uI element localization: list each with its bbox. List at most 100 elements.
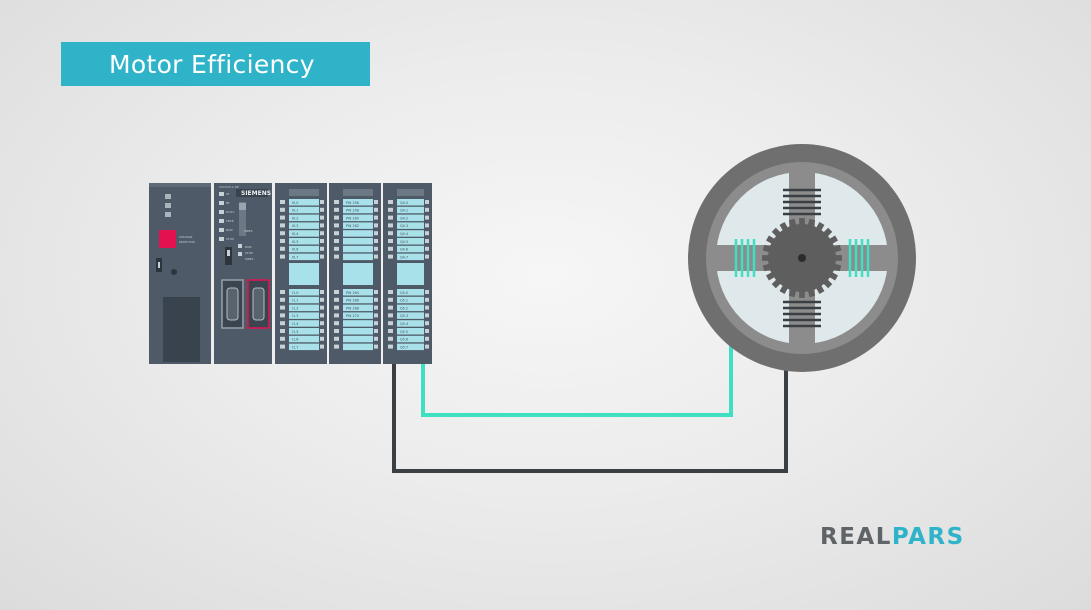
ai-channel-slot (343, 214, 373, 222)
ai-channel-slot (343, 328, 373, 335)
ai-channel-slot (343, 253, 373, 261)
brand-part-2: PARS (891, 524, 965, 550)
digital-output-module: Q4.0Q4.1Q4.2Q4.3Q4.4Q4.5Q4.6Q4.7Q5.0Q5.1… (383, 183, 432, 364)
cpu-brand-label: SIEMENS (241, 190, 271, 197)
ai-channel-slot (343, 304, 373, 312)
ai-channel-label: PW 264 (346, 291, 359, 295)
ai-channel-slot (343, 222, 373, 229)
di-channel-label: I1.0 (292, 291, 298, 295)
title-banner: Motor Efficiency (61, 42, 370, 86)
do-channel-slot (397, 238, 424, 245)
do-channel-slot (397, 304, 424, 312)
svg-text:DC5V: DC5V (226, 210, 235, 214)
stepper-motor (688, 144, 916, 372)
do-channel-slot (397, 312, 424, 319)
page-title: Motor Efficiency (109, 49, 315, 79)
coil-top (783, 188, 821, 216)
voltage-selector-switch (159, 230, 176, 248)
di-channel-label: I1.3 (292, 314, 298, 318)
ai-channel-slot (343, 245, 373, 253)
do-channel-slot (397, 214, 424, 222)
svg-text:VOLTAGE: VOLTAGE (179, 235, 193, 239)
ai-channel-slot (343, 335, 373, 343)
coil-right (848, 239, 870, 277)
ai-channel-slot (343, 296, 373, 304)
do-channel-label: Q5.2 (400, 306, 408, 310)
ai-channel-slot (343, 230, 373, 237)
do-channel-label: Q4.6 (400, 248, 408, 252)
digital-input-module: I0.0I0.1I0.2I0.3I0.4I0.5I0.6I0.7I1.0I1.1… (275, 183, 327, 364)
cpu-module: CPU315-2 DP SIEMENS SF BF DC5V FRCE RUN STO… (214, 183, 272, 364)
ai-channel-slot (343, 320, 373, 327)
di-channel-slot (289, 289, 319, 296)
do-channel-slot (397, 199, 424, 206)
svg-text:MRES: MRES (244, 229, 253, 233)
brand-part-1: REAL (820, 524, 892, 550)
do-channel-slot (397, 320, 424, 327)
svg-text:SELECTOR: SELECTOR (179, 240, 195, 244)
do-channel-slot (397, 230, 424, 237)
di-channel-slot (289, 296, 319, 304)
coil-left (734, 239, 756, 277)
do-channel-label: Q4.0 (400, 201, 408, 205)
svg-text:BF: BF (226, 201, 230, 205)
ai-channel-label: PW 260 (346, 216, 359, 220)
do-channel-slot (397, 245, 424, 253)
ai-channel-slot (343, 312, 373, 319)
do-channel-label: Q4.7 (400, 255, 408, 259)
di-channel-slot (289, 328, 319, 335)
do-channel-label: Q5.7 (400, 345, 408, 349)
di-channel-label: I0.6 (292, 248, 298, 252)
ai-channel-slot (343, 289, 373, 296)
svg-text:STOP: STOP (226, 237, 234, 241)
di-channel-label: I1.2 (292, 306, 298, 310)
do-channel-label: Q5.3 (400, 314, 408, 318)
do-channel-slot (397, 343, 424, 351)
ai-channel-label: PW 266 (346, 299, 359, 303)
plc-rack: VOLTAGE SELECTOR CPU315-2 DP SIEMENS SF B… (149, 183, 432, 364)
wire-dark (392, 320, 788, 473)
svg-text:MRES: MRES (245, 257, 254, 261)
ai-channel-label: PW 258 (346, 209, 359, 213)
do-channel-label: Q5.0 (400, 291, 408, 295)
do-channel-slot (397, 328, 424, 335)
ai-channel-label: PW 270 (346, 314, 359, 318)
svg-text:RUN: RUN (226, 228, 233, 232)
di-channel-label: I0.5 (292, 240, 298, 244)
di-channel-slot (289, 320, 319, 327)
svg-text:RUN: RUN (245, 245, 252, 249)
realpars-logo: REALPARS (820, 524, 965, 554)
di-channel-label: I1.6 (292, 338, 298, 342)
svg-text:SF: SF (226, 192, 230, 196)
di-channel-slot (289, 304, 319, 312)
svg-text:STOP: STOP (245, 251, 253, 255)
do-channel-slot (397, 222, 424, 229)
di-channel-label: I1.4 (292, 322, 298, 326)
di-channel-label: I1.7 (292, 345, 298, 349)
di-channel-label: I0.7 (292, 255, 298, 259)
do-channel-label: Q4.1 (400, 209, 408, 213)
do-channel-slot (397, 296, 424, 304)
do-channel-slot (397, 335, 424, 343)
ai-channel-label: PW 262 (346, 224, 359, 228)
ai-channel-slot (343, 199, 373, 206)
di-channel-label: I1.5 (292, 330, 298, 334)
di-channel-slot (289, 199, 319, 206)
di-channel-slot (289, 343, 319, 351)
svg-text:CPU315-2 DP: CPU315-2 DP (219, 185, 239, 189)
do-channel-label: Q4.3 (400, 224, 408, 228)
power-supply-module: VOLTAGE SELECTOR (149, 183, 211, 364)
di-channel-label: I0.2 (292, 216, 298, 220)
di-channel-slot (289, 230, 319, 237)
di-channel-slot (289, 222, 319, 229)
di-channel-slot (289, 245, 319, 253)
do-channel-label: Q4.5 (400, 240, 408, 244)
do-channel-label: Q4.2 (400, 216, 408, 220)
svg-text:FRCE: FRCE (226, 219, 234, 223)
di-channel-label: I1.1 (292, 299, 298, 303)
di-channel-label: I0.0 (292, 201, 298, 205)
di-channel-slot (289, 238, 319, 245)
do-channel-label: Q5.6 (400, 338, 408, 342)
ai-channel-label: PW 268 (346, 306, 359, 310)
